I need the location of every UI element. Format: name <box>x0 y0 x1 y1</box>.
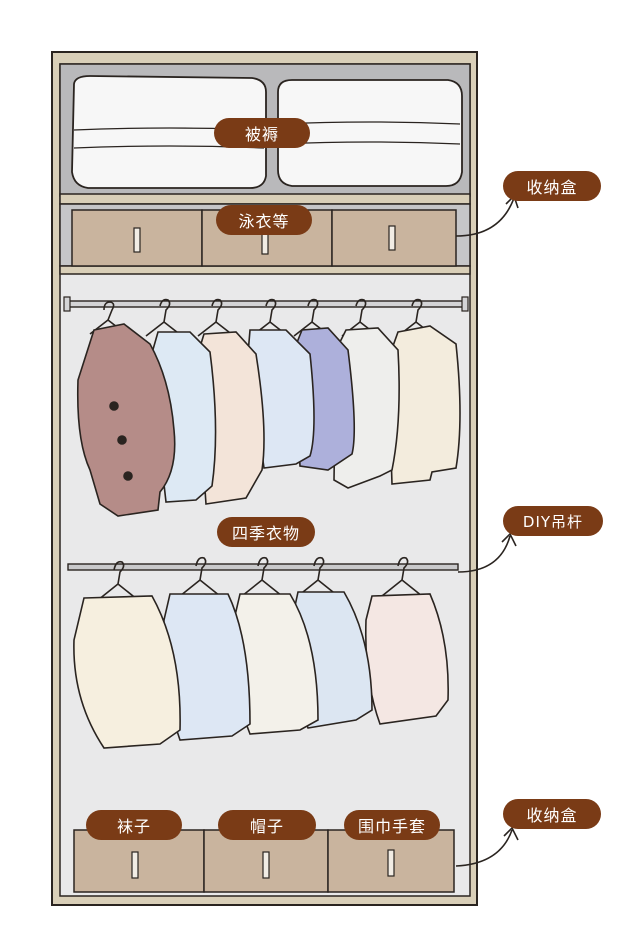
label-diy-rod: DIY吊杆 <box>503 506 603 536</box>
box-handle <box>387 849 395 877</box>
lower-hanging-rod <box>67 563 459 571</box>
lower-clothes <box>73 591 449 749</box>
label-socks: 袜子 <box>86 810 182 840</box>
quilt-right <box>277 79 463 187</box>
arrow-storage-top <box>455 197 515 237</box>
drawer-handle <box>388 225 396 251</box>
label-seasonal-clothes: 四季衣物 <box>217 517 315 547</box>
label-storage-box-top: 收纳盒 <box>503 171 601 201</box>
box-handle <box>262 851 270 879</box>
arrow-diy-rod <box>457 535 511 573</box>
drawer-handle <box>133 227 141 253</box>
sweater-pink <box>364 593 449 725</box>
coat-button <box>117 435 127 445</box>
top-shelf <box>59 193 471 205</box>
upper-clothes <box>76 323 461 517</box>
label-swimwear: 泳衣等 <box>216 205 312 235</box>
bottom-box-1 <box>73 829 205 893</box>
coat-button <box>123 471 133 481</box>
coat-brown <box>76 323 176 517</box>
box-handle <box>131 851 139 879</box>
middle-shelf <box>59 265 471 275</box>
label-hats: 帽子 <box>218 810 316 840</box>
arrow-storage-bottom <box>455 829 513 867</box>
coat-button <box>109 401 119 411</box>
drawer-handle <box>261 231 269 255</box>
quilt-left <box>71 75 267 189</box>
coat-cream <box>387 325 461 485</box>
bottom-storage-boxes <box>73 829 455 893</box>
label-bedding: 被褥 <box>214 118 310 148</box>
label-storage-box-bottom: 收纳盒 <box>503 799 601 829</box>
label-scarves-gloves: 围巾手套 <box>344 810 440 840</box>
sweater-cream <box>73 595 181 749</box>
